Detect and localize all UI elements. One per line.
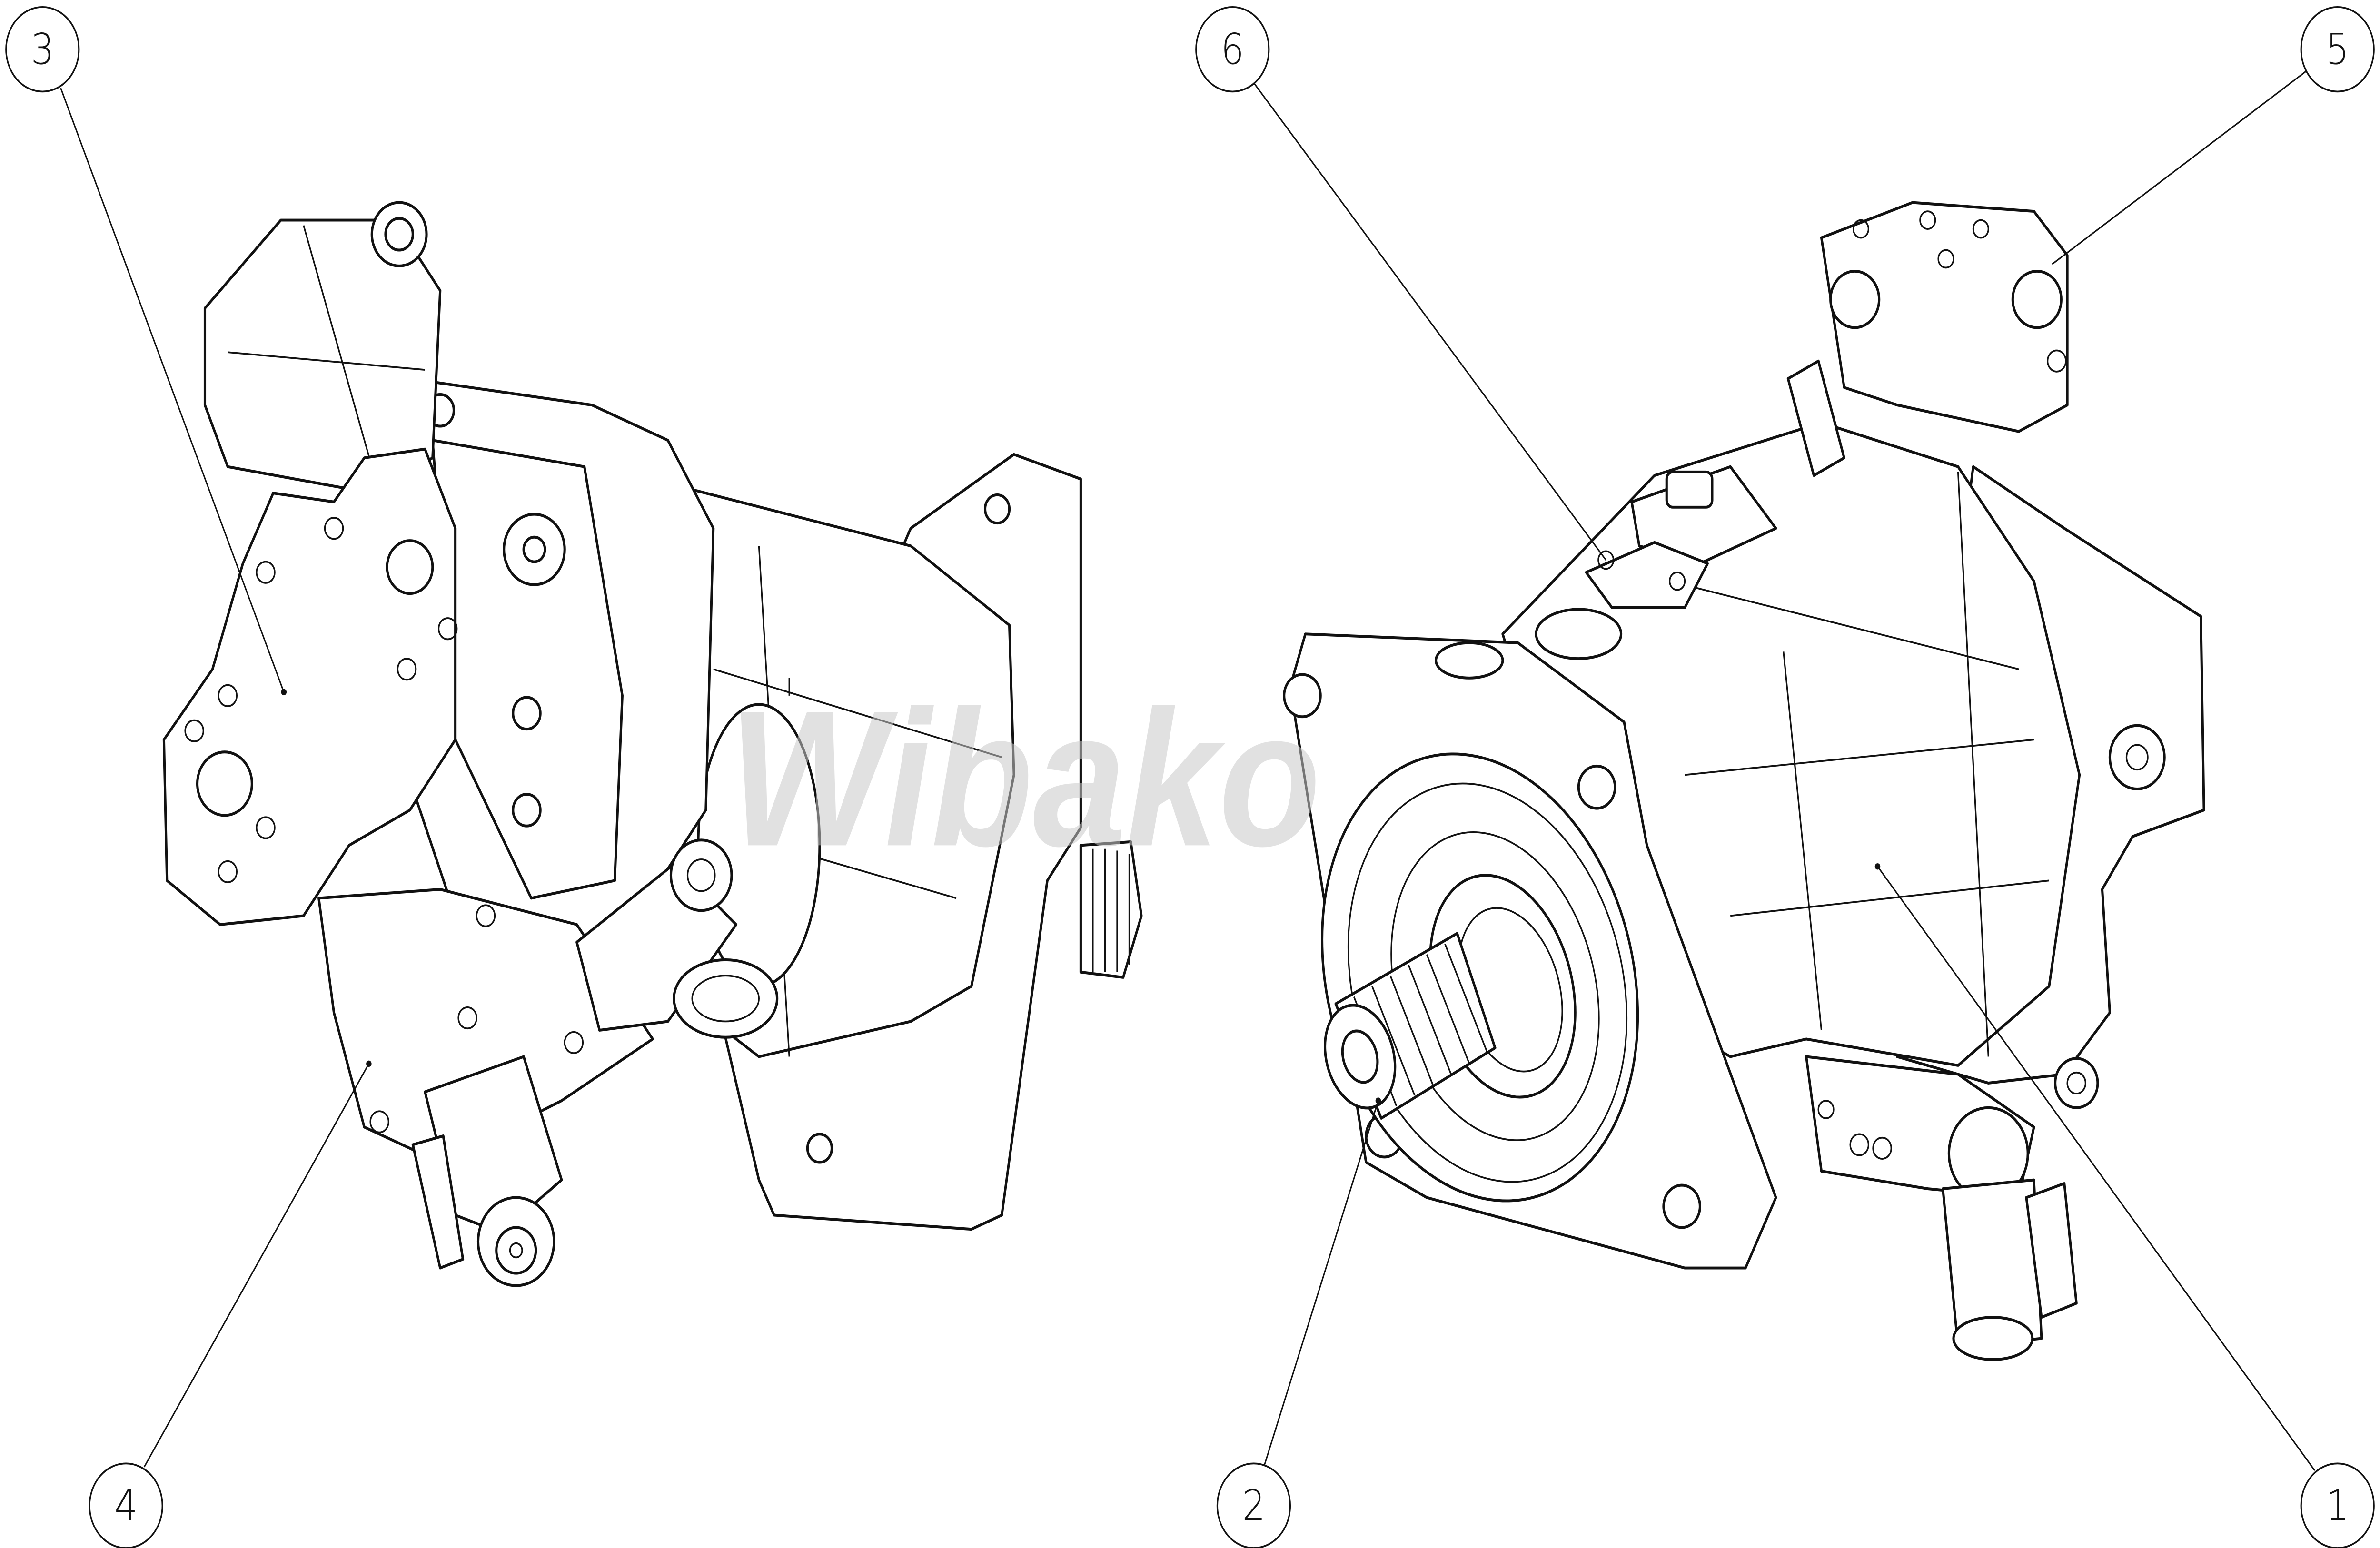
callout-4: 4 — [89, 1462, 163, 1548]
watermark: Wibako — [729, 670, 1321, 887]
callout-label: 6 — [1221, 25, 1244, 74]
callout-label: 1 — [2326, 1481, 2349, 1530]
callout-1: 1 — [2300, 1462, 2375, 1548]
callout-5: 5 — [2300, 6, 2375, 93]
leader-line-3 — [60, 88, 285, 693]
leader-line-1 — [1877, 866, 2315, 1471]
leader-line-2 — [1263, 1100, 1379, 1466]
right-motor-drawing — [1283, 201, 2205, 1361]
callout-label: 5 — [2326, 25, 2349, 74]
callout-circle — [1216, 1462, 1291, 1548]
callout-label: 2 — [1242, 1481, 1266, 1530]
callout-label: 4 — [114, 1481, 138, 1530]
callout-circle — [1195, 6, 1270, 93]
callout-circle — [5, 6, 80, 93]
callout-6: 6 — [1195, 6, 1270, 93]
callout-label: 3 — [31, 25, 54, 74]
leader-line-5 — [2052, 69, 2308, 265]
callout-2: 2 — [1216, 1462, 1291, 1548]
leader-lines — [60, 69, 2315, 1471]
callout-circle — [89, 1462, 163, 1548]
callout-3: 3 — [5, 6, 80, 93]
leader-line-6 — [1253, 82, 1606, 561]
callout-circle — [2300, 1462, 2375, 1548]
callout-circle — [2300, 6, 2375, 93]
left-motor-drawing — [162, 201, 1143, 1287]
leader-line-4 — [143, 1063, 370, 1468]
